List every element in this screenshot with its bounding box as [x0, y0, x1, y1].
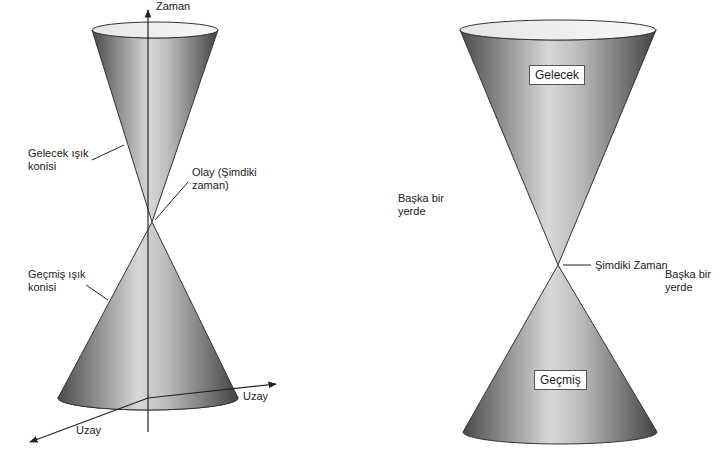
region-box: Gelecek [529, 65, 585, 85]
leader-line [86, 285, 108, 300]
time-axis [147, 10, 148, 432]
space-axis [30, 398, 148, 442]
text-label: Uzay [243, 390, 268, 403]
text-label: Başka bir yerde [665, 268, 719, 294]
left-light-cone [30, 10, 276, 442]
text-label: Geçmiş ışık konisi [28, 268, 90, 294]
leader-line [563, 265, 591, 266]
text-label: Başka bir yerde [398, 192, 456, 218]
text-label: Şimdiki Zaman [595, 259, 668, 272]
region-name: Gelecek [535, 68, 579, 82]
region-box: Geçmiş [534, 370, 587, 390]
region-name: Geçmiş [540, 373, 581, 387]
leader-line [155, 182, 188, 220]
text-label: Olay (Şimdiki zaman) [192, 166, 272, 192]
leader-line [92, 145, 124, 160]
text-label: Uzay [76, 424, 101, 437]
text-label: Zaman [156, 0, 190, 13]
text-label: Gelecek ışık konisi [28, 147, 96, 173]
right-light-cone [460, 20, 657, 444]
